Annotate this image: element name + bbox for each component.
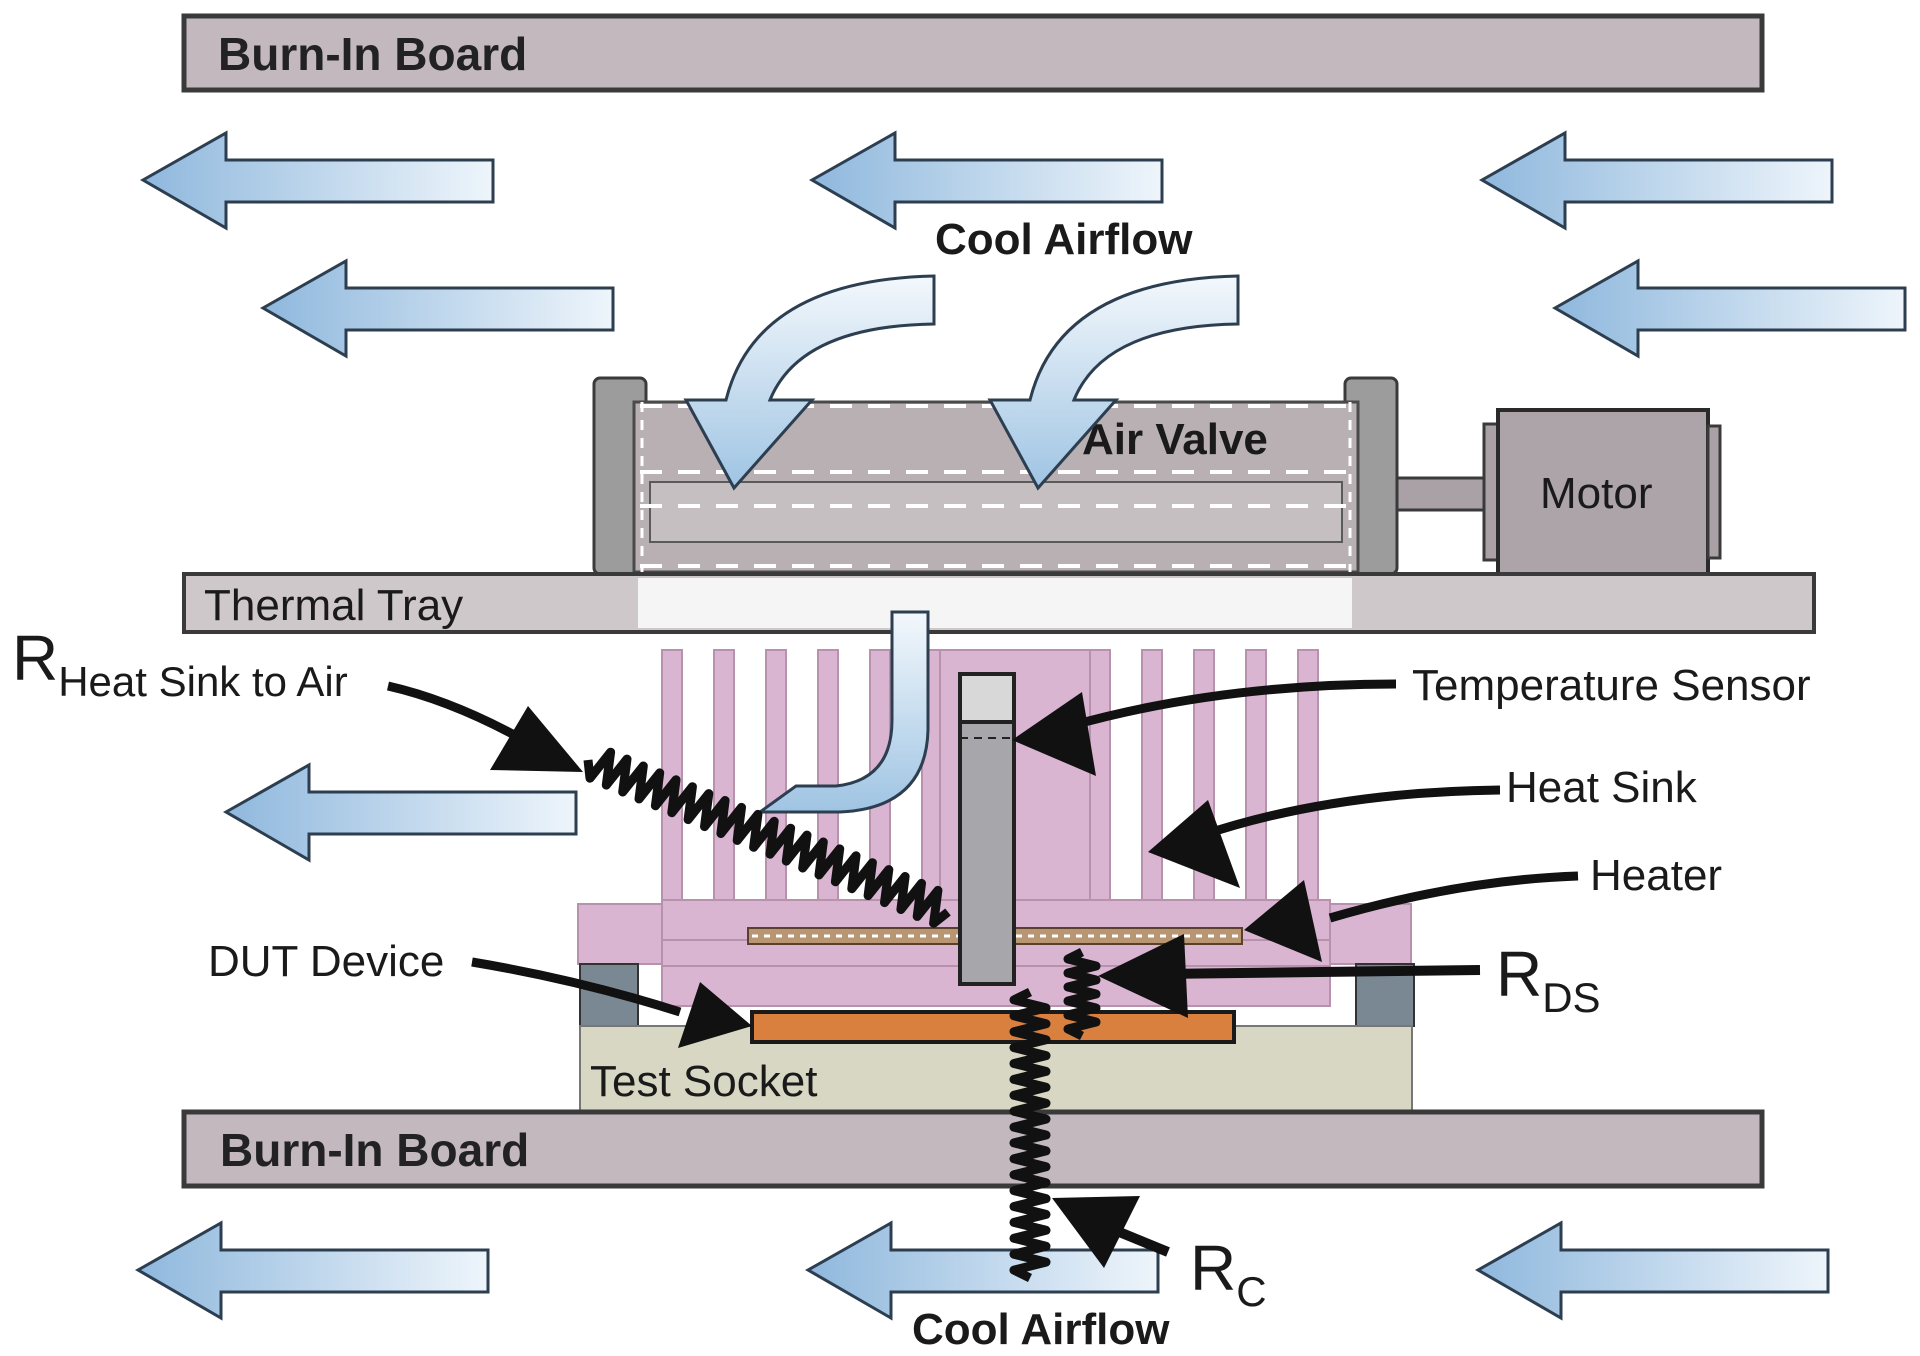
r-heat-sink-to-air-label: RHeat Sink to Air <box>12 622 348 705</box>
thermal-tray-label: Thermal Tray <box>204 581 463 630</box>
heat-sink-label: Heat Sink <box>1506 763 1698 812</box>
test-socket-label: Test Socket <box>590 1057 817 1106</box>
leader-dut-device <box>471 957 752 1048</box>
heat-sink-inlet-arrow <box>755 610 930 814</box>
cool-airflow-bottom-label: Cool Airflow <box>912 1305 1170 1354</box>
dut-device-label: DUT Device <box>208 937 444 986</box>
airflow-arrow-1 <box>139 130 495 231</box>
leader-r-heat-sink <box>387 681 583 772</box>
dut-device <box>750 1010 1236 1044</box>
air-valve-label: Air Valve <box>1082 415 1268 464</box>
leader-r-ds <box>1098 934 1481 1018</box>
airflow-arrow-middle <box>222 762 578 863</box>
airflow-arrow-8 <box>1474 1220 1830 1321</box>
leader-heat-sink <box>1148 785 1501 888</box>
burn-in-board-bottom-label: Burn-In Board <box>220 1124 529 1176</box>
leader-temperature-sensor <box>1012 679 1397 776</box>
temperature-sensor <box>958 672 1016 986</box>
temperature-sensor-label: Temperature Sensor <box>1412 661 1811 710</box>
leader-r-c <box>1052 1196 1170 1268</box>
thermal-tray: Thermal Tray <box>182 572 1816 634</box>
airflow-arrow-4 <box>259 258 615 359</box>
air-valve: Air Valve <box>592 376 1399 576</box>
airflow-arrows-top <box>139 130 1907 359</box>
leader-heater <box>1244 871 1579 962</box>
cool-airflow-top-label: Cool Airflow <box>935 215 1193 264</box>
r-ds-label: RDS <box>1496 938 1601 1021</box>
airflow-arrow-5 <box>1551 258 1907 359</box>
leader-arrows <box>387 679 1579 1268</box>
burn-in-board-bottom: Burn-In Board <box>181 1109 1765 1189</box>
r-c-label: RC <box>1190 1232 1267 1315</box>
curved-arrow-2 <box>987 274 1240 491</box>
burn-in-board-top: Burn-In Board <box>181 13 1765 93</box>
r-ds-spring <box>1063 947 1101 1041</box>
curved-inlet-arrows <box>683 274 1240 491</box>
burn-in-board-top-label: Burn-In Board <box>218 28 527 80</box>
airflow-arrow-3 <box>1478 130 1834 231</box>
airflow-arrow-7 <box>804 1220 1160 1321</box>
motor: Motor <box>1395 408 1722 576</box>
curved-arrow-1 <box>683 274 936 491</box>
airflow-arrow-6 <box>134 1220 490 1321</box>
airflow-arrow-2 <box>808 130 1164 231</box>
motor-label: Motor <box>1540 469 1652 518</box>
heater-label: Heater <box>1590 851 1722 900</box>
r-c-spring <box>1009 987 1051 1283</box>
airflow-arrows-bottom <box>134 1220 1830 1321</box>
r-heat-sink-spring <box>583 747 951 928</box>
